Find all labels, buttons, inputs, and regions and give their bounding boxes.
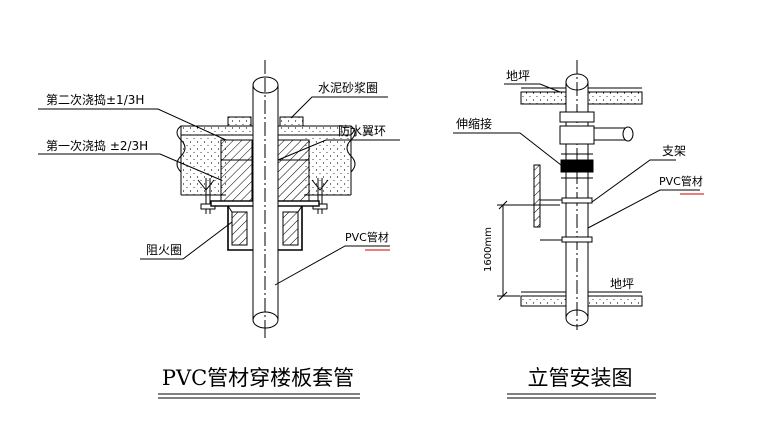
left-break-left [176,125,186,173]
left-break-right [346,125,356,173]
pipe-clamp-upper [561,197,593,204]
label-second-pour: 第二次浇捣±1/3H [46,92,144,107]
leader-waterproof-ring [277,139,400,161]
pipe-clamp-lower [561,236,593,243]
leader-second-pour [38,108,227,141]
cement-mortar-ring-left [227,116,252,127]
leader-cement-ring [290,96,388,119]
branch-fitting [559,111,595,123]
leader-pvc-left [274,245,390,286]
pour-fill-right [277,139,310,203]
left-slab-left [181,135,226,195]
leader-fire-ring [140,221,233,260]
leader-expansion [453,132,562,166]
leader-first-pour [38,153,222,181]
label-cement-ring: 水泥砂浆圈 [318,80,378,95]
leader-bracket [591,159,676,203]
right-diagram [453,60,700,330]
left-diagram [38,60,400,338]
label-floor-top: 地坪 [506,69,530,83]
label-pvc-left: PVC管材 [345,230,389,244]
left-title: PVC管材穿楼板套管 [162,366,354,390]
leader-pvc-right [587,189,700,229]
label-expansion-joint: 伸缩接 [456,116,492,131]
label-dimension: 1600mm [483,227,494,272]
wall-bracket [533,164,541,228]
label-floor-bottom: 地坪 [610,277,634,291]
label-pvc-right: PVC管材 [659,174,703,188]
right-title: 立管安装图 [528,366,633,390]
anchor-bolt-left [197,178,216,214]
leader-floor-top [504,83,561,93]
label-first-pour: 第一次浇捣 ±2/3H [46,138,148,153]
left-slab-right [304,135,351,195]
pour-fill-left [220,139,253,203]
cement-mortar-ring-right [279,116,304,127]
label-waterproof-ring: 防水翼环 [338,123,386,138]
branch-pipe [594,127,628,141]
label-fire-ring: 阻火圈 [146,243,182,257]
expansion-joint [560,159,594,173]
label-bracket: 支架 [662,144,686,158]
